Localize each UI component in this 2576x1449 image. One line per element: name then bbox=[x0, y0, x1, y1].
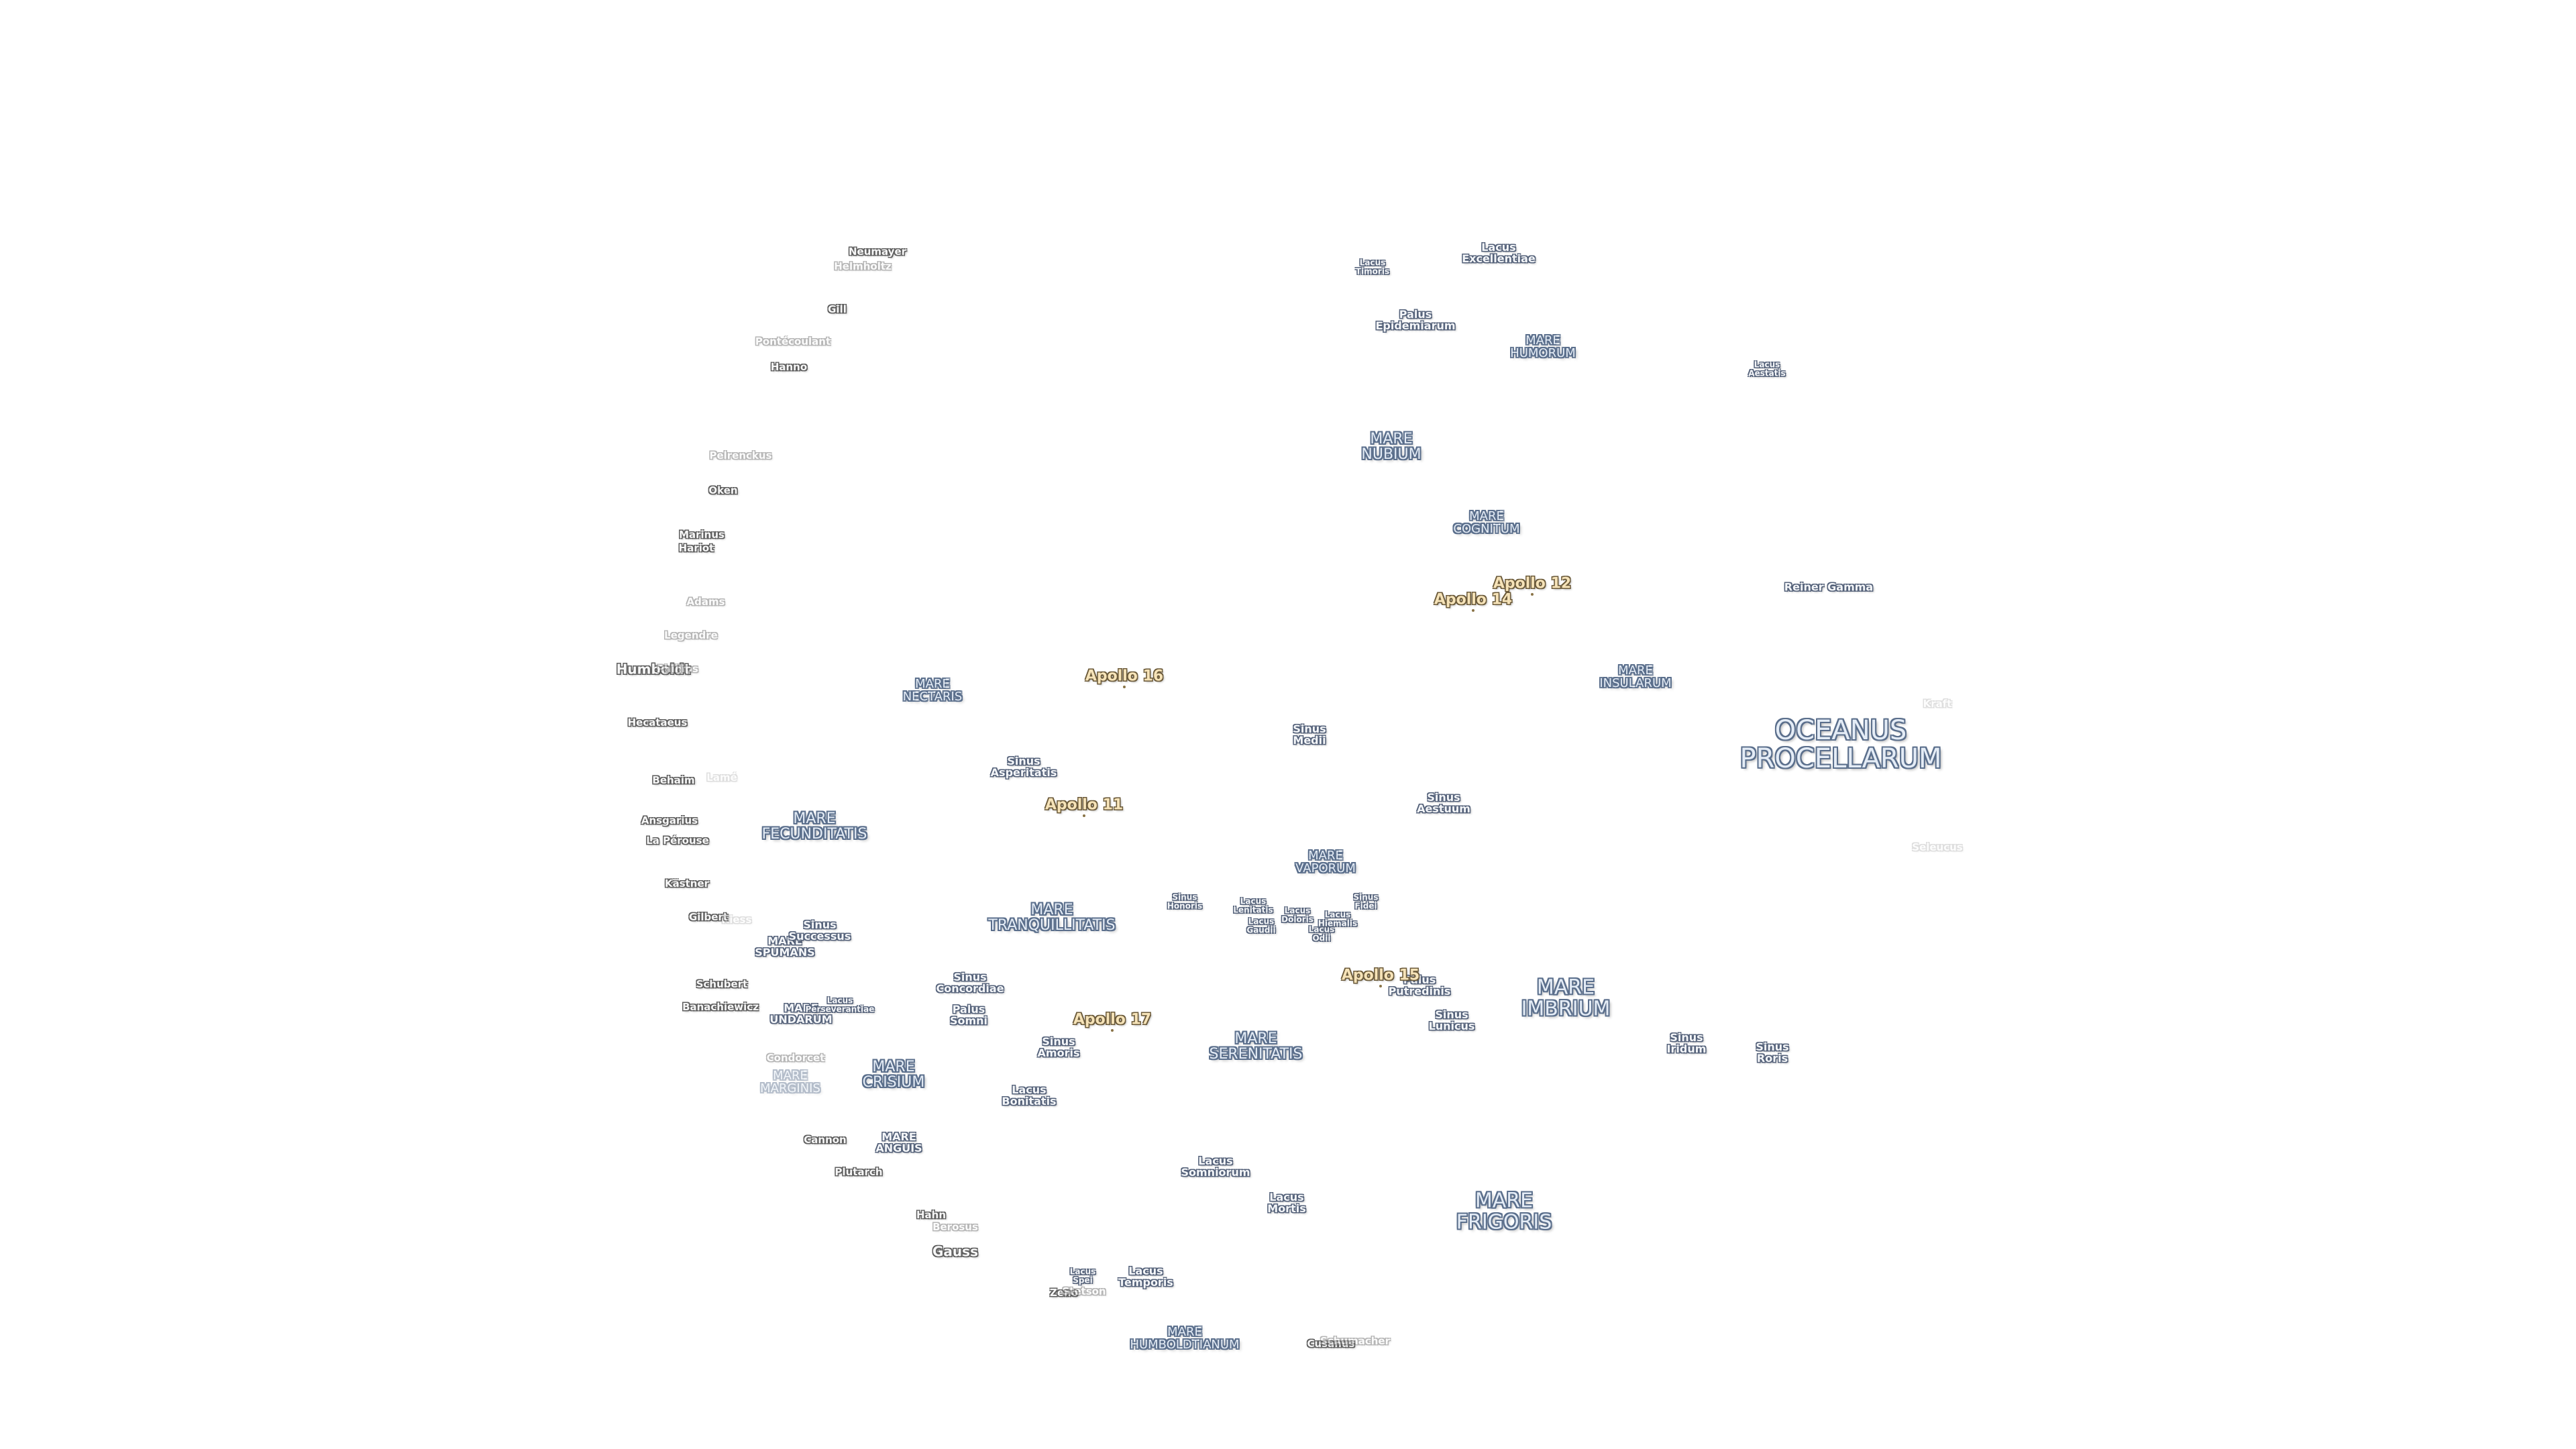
label-crater-cannon: Cannon bbox=[804, 1134, 847, 1146]
apollo-12-site-marker bbox=[1531, 593, 1534, 596]
apollo-16-site-marker bbox=[1123, 686, 1126, 688]
label-apollo-14: Apollo 14 bbox=[1434, 591, 1513, 608]
label-lacus-odii: Lacus Odii bbox=[1308, 924, 1335, 943]
label-crater-berosus: Berosus bbox=[932, 1221, 978, 1234]
label-palus-somni: Palus Somni bbox=[949, 1003, 988, 1027]
label-mare-humboldtianum: MARE HUMBOLDTIANUM bbox=[1130, 1325, 1240, 1352]
label-lacus-temporis: Lacus Temporis bbox=[1118, 1265, 1173, 1289]
label-lacus-hiemalis: Lacus Hiemalis bbox=[1318, 910, 1358, 928]
label-apollo-17: Apollo 17 bbox=[1073, 1011, 1152, 1028]
label-apollo-15: Apollo 15 bbox=[1341, 967, 1420, 984]
label-reiner-gamma: Reiner Gamma bbox=[1784, 580, 1874, 594]
label-mare-cognitum: MARE COGNITUM bbox=[1453, 509, 1520, 536]
label-lacus-spei: Lacus Spei bbox=[1069, 1267, 1096, 1285]
label-crater-kastner: Kästner bbox=[664, 877, 710, 890]
label-crater-hecataeus: Hecataeus bbox=[627, 716, 688, 729]
label-mare-insularum: MARE INSULARUM bbox=[1599, 663, 1672, 690]
label-mare-humorum: MARE HUMORUM bbox=[1510, 333, 1576, 360]
label-lacus-excellentiae: Lacus Excellentiae bbox=[1462, 241, 1536, 265]
label-lacus-lenitatis: Lacus Lenitatis bbox=[1233, 896, 1273, 914]
label-crater-oken: Oken bbox=[708, 484, 738, 497]
label-crater-phillips: Phillips bbox=[657, 663, 698, 676]
label-crater-kraft: Kraft bbox=[1923, 698, 1952, 710]
label-crater-schubert: Schubert bbox=[696, 978, 748, 991]
label-mare-vaporum: MARE VAPORUM bbox=[1295, 849, 1356, 875]
apollo-15-site-marker bbox=[1379, 985, 1382, 987]
label-apollo-12: Apollo 12 bbox=[1493, 575, 1572, 592]
apollo-14-site-marker bbox=[1472, 609, 1474, 612]
label-crater-lame: Lamé bbox=[706, 771, 737, 784]
label-sinus-successus: Sinus Successus bbox=[788, 918, 851, 943]
label-crater-marinus: Marinus bbox=[679, 529, 724, 541]
label-lacus-somniorum: Lacus Somniorum bbox=[1181, 1155, 1250, 1179]
label-sinus-roris: Sinus Roris bbox=[1756, 1040, 1789, 1065]
label-oceanus-procellarum: OCEANUS PROCELLARUM bbox=[1739, 715, 1942, 774]
label-mare-nectaris: MARE NECTARIS bbox=[902, 677, 963, 704]
label-lacus-gaudii: Lacus Gaudii bbox=[1246, 916, 1276, 934]
label-mare-marginis: MARE MARGINIS bbox=[760, 1069, 820, 1095]
label-crater-stetson: Stetson bbox=[1062, 1285, 1106, 1298]
label-crater-hanno: Hanno bbox=[770, 361, 808, 374]
label-crater-gauss: Gauss bbox=[932, 1243, 978, 1260]
label-lacus-aestatis: Lacus Aestatis bbox=[1748, 360, 1786, 378]
label-sinus-aestuum: Sinus Aestuum bbox=[1417, 791, 1470, 815]
label-crater-neumayer: Neumayer bbox=[848, 246, 907, 258]
label-sinus-amoris: Sinus Amoris bbox=[1037, 1035, 1080, 1059]
label-mare-imbrium: MARE IMBRIUM bbox=[1521, 975, 1611, 1020]
label-crater-condorcet: Condorcet bbox=[766, 1052, 825, 1065]
label-crater-hahn: Hahn bbox=[916, 1209, 947, 1222]
label-lacus-bonitatis: Lacus Bonitatis bbox=[1002, 1083, 1057, 1108]
label-crater-pontecoulant: Pontécoulant bbox=[755, 335, 831, 348]
label-crater-zeno: Zeno bbox=[1049, 1287, 1079, 1299]
label-crater-helmholtz: Helmholtz bbox=[834, 260, 892, 273]
label-mare-tranquillitatis: MARE TRANQUILLITATIS bbox=[988, 901, 1116, 934]
label-crater-pelrenckus: Pelrenckus bbox=[709, 449, 772, 462]
label-sinus-medii: Sinus Medii bbox=[1293, 722, 1326, 747]
label-crater-banachiewicz: Banachiewicz bbox=[682, 1001, 759, 1014]
label-crater-seleucus: Seleucus bbox=[1912, 841, 1963, 854]
label-crater-gilbert: Gilbert bbox=[688, 911, 729, 924]
label-mare-undarum: MARE UNDARUM bbox=[769, 1002, 833, 1026]
label-mare-anguis: MARE ANGUIS bbox=[875, 1130, 922, 1155]
label-mare-crisium: MARE CRISIUM bbox=[862, 1058, 925, 1091]
label-lacus-perseverantiae: Lacus Perseverantiae bbox=[805, 996, 875, 1014]
label-crater-cusanus: Cusanus bbox=[1307, 1338, 1355, 1350]
label-mare-spumans: MARE SPUMANS bbox=[755, 934, 815, 959]
label-sinus-concordiae: Sinus Concordiae bbox=[936, 971, 1004, 995]
label-apollo-16: Apollo 16 bbox=[1085, 667, 1164, 685]
label-sinus-iridum: Sinus Iridum bbox=[1666, 1031, 1707, 1055]
label-mare-fecunditatis: MARE FECUNDITATIS bbox=[761, 810, 867, 843]
label-crater-plutarch: Plutarch bbox=[835, 1166, 883, 1179]
label-mare-serenitatis: MARE SERENITATIS bbox=[1209, 1030, 1303, 1063]
label-crater-behaim: Behaim bbox=[652, 774, 695, 787]
label-palus-epidemiarum: Palus Epidemiarum bbox=[1375, 308, 1456, 332]
label-crater-legendre: Legendre bbox=[664, 629, 718, 642]
label-crater-humboldt: Humboldt bbox=[616, 661, 691, 678]
label-sinus-fidei: Sinus Fidei bbox=[1353, 892, 1379, 910]
label-crater-la-perouse: La Pérouse bbox=[646, 835, 709, 847]
label-crater-kiess: Kiess bbox=[721, 914, 752, 926]
label-lacus-timoris: Lacus Timoris bbox=[1355, 258, 1390, 276]
label-lacus-mortis: Lacus Mortis bbox=[1267, 1191, 1306, 1215]
label-sinus-lunicus: Sinus Lunicus bbox=[1428, 1008, 1475, 1032]
label-apollo-11: Apollo 11 bbox=[1044, 796, 1124, 814]
label-lacus-doloris: Lacus Doloris bbox=[1281, 906, 1313, 924]
label-mare-frigoris: MARE FRIGORIS bbox=[1456, 1189, 1552, 1234]
label-sinus-honoris: Sinus Honoris bbox=[1167, 892, 1203, 910]
label-crater-ansgarius: Ansgarius bbox=[641, 814, 698, 827]
label-palus-putredinis: Palus Putredinis bbox=[1388, 973, 1451, 998]
label-mare-nubium: MARE NUBIUM bbox=[1361, 430, 1421, 463]
label-crater-gill: Gill bbox=[828, 303, 847, 316]
label-crater-adams: Adams bbox=[686, 596, 725, 608]
label-crater-hariot: Hariot bbox=[678, 542, 714, 555]
label-sinus-asperitatis: Sinus Asperitatis bbox=[990, 755, 1057, 779]
apollo-11-site-marker bbox=[1083, 814, 1085, 817]
apollo-17-site-marker bbox=[1111, 1029, 1114, 1032]
label-crater-schumacher: Schumacher bbox=[1320, 1335, 1390, 1348]
